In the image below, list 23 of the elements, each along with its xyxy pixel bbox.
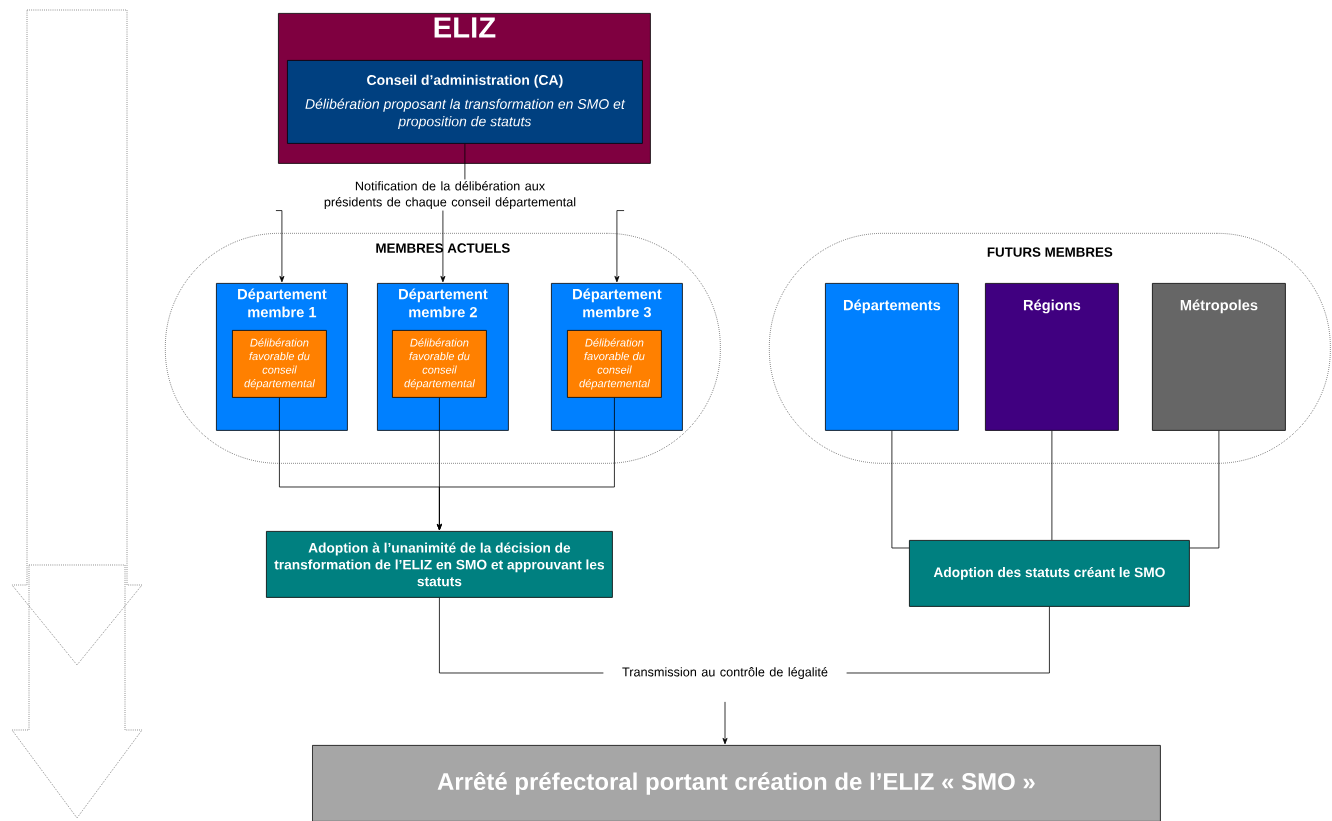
connector (891, 430, 910, 549)
member-box: Départements (825, 283, 959, 431)
connector (440, 210, 446, 283)
connector (846, 606, 1050, 674)
decision-box: Adoption à l’unanimité de la décision de transformation de l’ELIZ en SMO et approuvant les statuts (266, 531, 613, 598)
decision-box: Délibération favorable du conseil départemental (392, 330, 487, 398)
transmission-text: Transmission au contrôle de légalité (622, 667, 828, 679)
connector (436, 397, 615, 531)
connector (722, 701, 728, 745)
connector (464, 143, 466, 180)
decree-box: Arrêté préfectoral portant création de l’ELIZ « SMO » (312, 745, 1161, 821)
member-box: Métropoles (1152, 283, 1286, 431)
notification-text: Notification de la délibération aux présidents de chaque conseil départemental (324, 181, 576, 209)
decision-box: Délibération favorable du conseil départemental (567, 330, 662, 398)
connector (1189, 430, 1220, 549)
connector (275, 210, 285, 283)
board-box: Conseil d’administration (CA) Délibération proposant la transformation en SMO et proposition de statuts (287, 60, 643, 144)
decision-box: Délibération favorable du conseil départemental (232, 330, 327, 398)
connector (1051, 430, 1053, 541)
connector (614, 210, 625, 283)
decision-box: Adoption des statuts créant le SMO (909, 540, 1190, 607)
connector (439, 597, 604, 674)
member-box: Régions (985, 283, 1119, 431)
